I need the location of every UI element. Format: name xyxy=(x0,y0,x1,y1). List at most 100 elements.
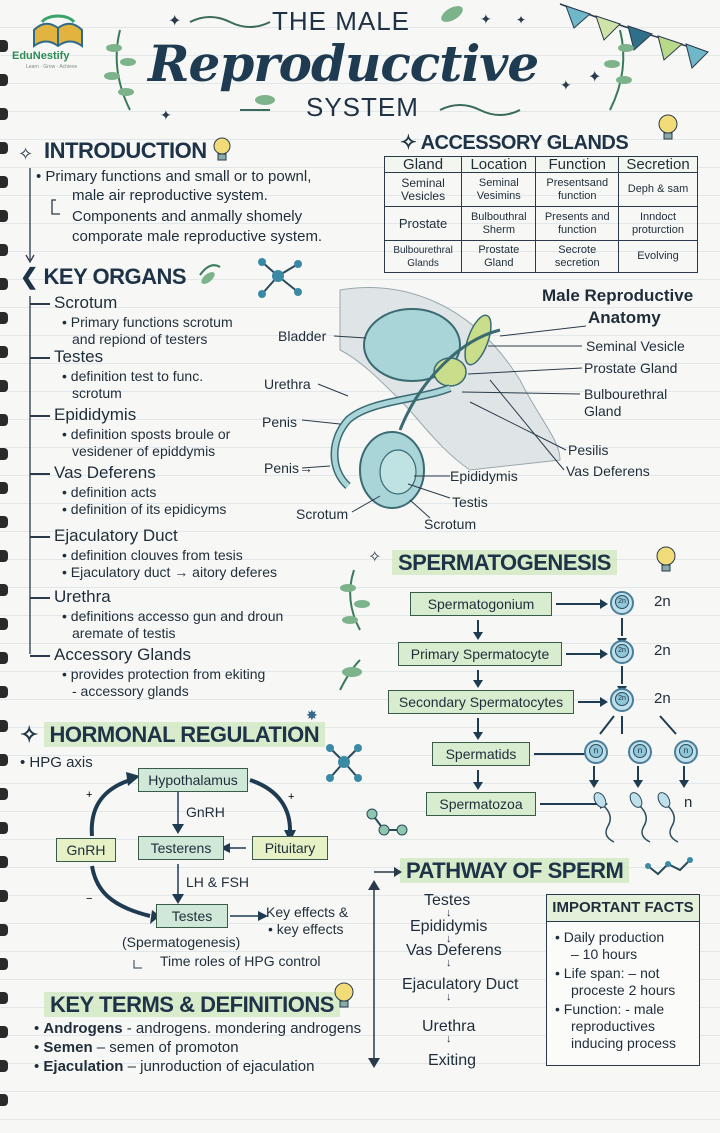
organ-detail: and repiond of testers xyxy=(72,331,208,347)
label-urethra: Urethra xyxy=(264,376,311,392)
important-facts-heading: IMPORTANT FACTS xyxy=(547,895,699,922)
swirl-left-icon xyxy=(189,16,271,28)
pathway-step: Epididymis xyxy=(410,918,488,935)
term-definition: - androgens. mondering androgens xyxy=(122,1020,362,1037)
spiral-ring xyxy=(0,176,8,188)
connector-line xyxy=(30,655,50,657)
cell-icon: 2n xyxy=(610,591,634,615)
arrow-head xyxy=(633,780,643,788)
time-roles-label: Time roles of HPG control xyxy=(160,953,321,969)
intro-line2: male air reproductive system. xyxy=(72,187,268,204)
book-icon xyxy=(33,14,83,48)
spiral-ring xyxy=(0,1026,8,1038)
spiral-ring xyxy=(0,516,8,528)
term-name: Semen xyxy=(43,1039,93,1056)
organ-detail: aremate of testis xyxy=(72,625,176,641)
lightbulb-icon xyxy=(213,114,678,161)
svg-text:✦: ✦ xyxy=(588,69,601,86)
spiral-ring xyxy=(0,380,8,392)
fact-3b: reproductives xyxy=(571,1018,656,1034)
organ-name: Scrotum xyxy=(54,293,118,312)
stage-box: Secondary Spermatocytes xyxy=(388,690,574,714)
ploidy-label: 2n xyxy=(654,642,671,659)
pathway-step: Vas Deferens xyxy=(406,942,502,959)
arrow-head xyxy=(600,599,608,609)
key-term-item: • Ejaculation – junroduction of ejaculat… xyxy=(34,1058,315,1075)
label-epididymis: Epididymis xyxy=(450,468,518,484)
fact-1b: – 10 hours xyxy=(571,946,638,962)
table-row: Bulbourethral Glands Prostate Gland Secr… xyxy=(383,240,698,273)
fact-2b: proceste 2 hours xyxy=(571,982,676,998)
spiral-ring xyxy=(0,652,8,664)
hormonal-heading: ✧ HORMONAL REGULATION xyxy=(20,722,326,748)
ploidy-label: 2n xyxy=(654,690,671,707)
label-testis: Testis xyxy=(452,494,488,510)
label-seminal-vesicle: Seminal Vesicle xyxy=(586,338,685,354)
organ-name: Testes xyxy=(54,347,104,366)
svg-text:✦: ✦ xyxy=(480,11,492,27)
lh-fsh-label: LH & FSH xyxy=(186,874,250,890)
bunting-flags xyxy=(559,3,709,69)
organ-detail: • definition clouves from tesis xyxy=(62,547,243,563)
connector-line xyxy=(30,357,50,359)
svg-text:✸: ✸ xyxy=(306,707,318,723)
down-arrow-icon: ↓ xyxy=(446,907,452,919)
connector-line xyxy=(30,473,50,475)
label-scrotum: Scrotum xyxy=(296,506,349,522)
label-prostate-gland: Prostate Gland xyxy=(584,360,678,376)
spermatogenesis-note: (Spermatogenesis) xyxy=(122,934,241,950)
arrow-head xyxy=(473,782,483,790)
cell-icon: 2n xyxy=(610,640,634,664)
arrow-head xyxy=(473,680,483,688)
spermatid-cell-icon: n xyxy=(628,740,652,764)
spiral-ring xyxy=(0,40,8,52)
introduction-heading: INTRODUCTION xyxy=(44,138,207,163)
connector-line xyxy=(30,303,50,305)
connector-line xyxy=(30,597,50,599)
arrow-head xyxy=(600,649,608,659)
spiral-ring xyxy=(0,958,8,970)
table-cell: Secrote secretion xyxy=(535,240,620,273)
organ-name: Vas Deferens xyxy=(54,463,156,482)
organ-name: Epididymis xyxy=(54,405,137,424)
spiral-ring xyxy=(0,1060,8,1072)
key-term-item: • Androgens - androgens. mondering andro… xyxy=(34,1020,362,1037)
table-cell: Seminal Vesimins xyxy=(461,172,537,207)
cell-icon: 2n xyxy=(610,688,634,712)
label-scrotum-2: Scrotum xyxy=(424,516,477,532)
gnrh-arrow-label: GnRH xyxy=(186,804,225,820)
arrow-head xyxy=(473,632,483,640)
fact-1: • Daily production xyxy=(555,929,665,945)
spiral-ring xyxy=(0,346,8,358)
spiral-ring xyxy=(0,890,8,902)
table-header-row: Gland Location Function Secretion xyxy=(383,156,698,173)
spiral-ring xyxy=(0,210,8,222)
svg-text:✧: ✧ xyxy=(368,549,381,566)
spiral-ring xyxy=(0,754,8,766)
organ-detail: • definition test to func. xyxy=(62,368,204,384)
key-effects-2: • key effects xyxy=(268,921,344,937)
pathway-step: Ejaculatory Duct xyxy=(402,976,519,993)
spiral-ring xyxy=(0,550,8,562)
down-arrow-icon: ↓ xyxy=(446,957,452,969)
logo-tagline: Learn · Grow · Achieve xyxy=(26,64,78,70)
organ-detail: • definition acts xyxy=(62,484,157,500)
label-bladder: Bladder xyxy=(278,328,327,344)
spiral-ring xyxy=(0,1094,8,1106)
spiral-ring xyxy=(0,584,8,596)
anatomy-title-2: Anatomy xyxy=(588,308,661,327)
leaf-sprig-icon-2 xyxy=(349,569,361,631)
svg-text:✦: ✦ xyxy=(160,107,172,123)
spiral-ring xyxy=(0,414,8,426)
anatomy-title-1: Male Reproductive xyxy=(542,286,694,305)
arrow-head xyxy=(600,697,608,707)
ploidy-label: 2n xyxy=(654,593,671,610)
fact-2: • Life span: – not xyxy=(555,965,660,981)
testes-box: Testes xyxy=(156,904,228,928)
term-definition: – junroduction of ejaculation xyxy=(123,1058,315,1075)
label-gland: Gland xyxy=(584,403,622,419)
